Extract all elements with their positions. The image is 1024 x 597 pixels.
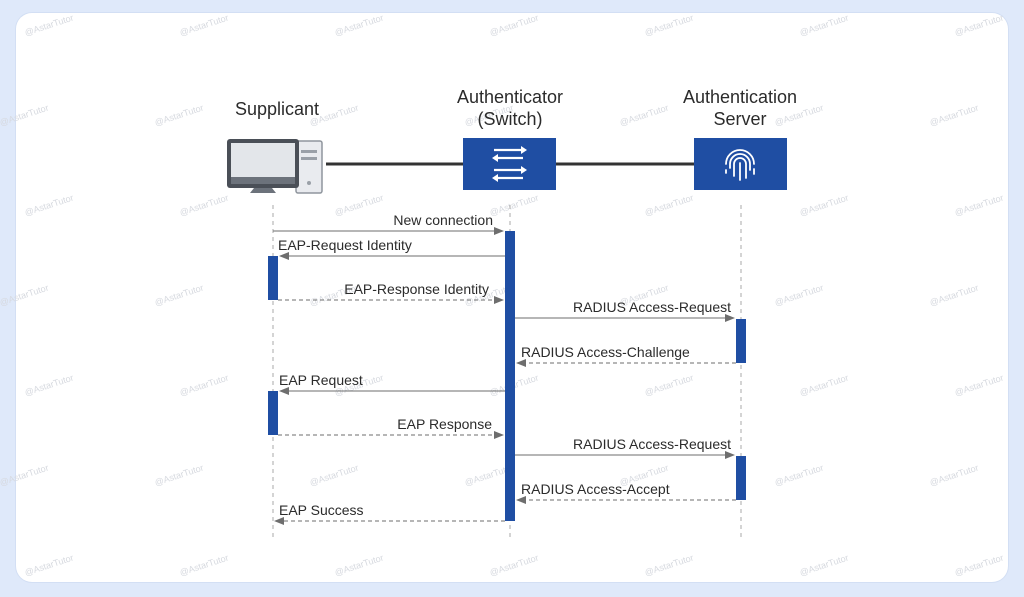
message-label: RADIUS Access-Challenge [521, 344, 690, 360]
watermark-text: @AstarTutor [643, 373, 694, 398]
watermark-text: @AstarTutor [643, 553, 694, 578]
watermark-text: @AstarTutor [798, 13, 849, 38]
watermark-text: @AstarTutor [23, 553, 74, 578]
watermark-text: @AstarTutor [953, 193, 1004, 218]
watermark-text: @AstarTutor [928, 463, 979, 488]
watermark-text: @AstarTutor [953, 373, 1004, 398]
watermark-text: @AstarTutor [178, 373, 229, 398]
watermark-text: @AstarTutor [953, 553, 1004, 578]
activation-bar-server-1 [736, 319, 746, 363]
participant-server-sublabel: Server [713, 109, 766, 129]
message-label: RADIUS Access-Request [573, 299, 731, 315]
message-label: EAP Success [279, 502, 364, 518]
watermark-text: @AstarTutor [953, 13, 1004, 38]
watermark-text: @AstarTutor [23, 13, 74, 38]
watermark-text: @AstarTutor [23, 193, 74, 218]
participant-supplicant-label: Supplicant [235, 99, 319, 119]
watermark-text: @AstarTutor [928, 103, 979, 128]
switch-icon [463, 138, 556, 190]
watermark-text: @AstarTutor [618, 103, 669, 128]
activation-bar-server-2 [736, 456, 746, 500]
watermark-text: @AstarTutor [0, 463, 50, 488]
watermark-text: @AstarTutor [798, 193, 849, 218]
watermark-text: @AstarTutor [333, 553, 384, 578]
watermark-text: @AstarTutor [0, 283, 50, 308]
message-label: RADIUS Access-Accept [521, 481, 670, 497]
watermark-text: @AstarTutor [488, 193, 539, 218]
message-label: EAP-Response Identity [344, 281, 489, 297]
message-label: EAP Request [279, 372, 363, 388]
watermark-text: @AstarTutor [798, 373, 849, 398]
server-icon [694, 138, 787, 190]
watermark-text: @AstarTutor [178, 193, 229, 218]
watermark-text: @AstarTutor [798, 553, 849, 578]
watermark-text: @AstarTutor [643, 13, 694, 38]
watermark-text: @AstarTutor [643, 193, 694, 218]
activation-bar-supplicant-2 [268, 391, 278, 435]
activation-bar-authenticator [505, 231, 515, 521]
message-label: RADIUS Access-Request [573, 436, 731, 452]
watermark-text: @AstarTutor [773, 463, 824, 488]
participant-server-label: Authentication [683, 87, 797, 107]
watermark-text: @AstarTutor [488, 553, 539, 578]
message-label: New connection [393, 212, 493, 228]
participant-authenticator-label: Authenticator [457, 87, 563, 107]
message-label: EAP-Request Identity [278, 237, 412, 253]
participant-authenticator-sublabel: (Switch) [477, 109, 542, 129]
watermark-text: @AstarTutor [928, 283, 979, 308]
fingerprint-icon [725, 149, 755, 181]
watermark-text: @AstarTutor [308, 463, 359, 488]
watermark-text: @AstarTutor [153, 463, 204, 488]
watermark-text: @AstarTutor [153, 103, 204, 128]
watermark-text: @AstarTutor [333, 193, 384, 218]
watermark-text: @AstarTutor [23, 373, 74, 398]
watermark-text: @AstarTutor [333, 13, 384, 38]
watermark-text: @AstarTutor [0, 103, 50, 128]
watermark-text: @AstarTutor [488, 13, 539, 38]
computer-icon [227, 139, 323, 194]
watermark-text: @AstarTutor [178, 13, 229, 38]
watermark-text: @AstarTutor [773, 283, 824, 308]
activation-bar-supplicant-1 [268, 256, 278, 300]
switch-arrows-icon [492, 146, 527, 182]
watermark-text: @AstarTutor [153, 283, 204, 308]
watermark-text: @AstarTutor [178, 553, 229, 578]
message-label: EAP Response [397, 416, 492, 432]
